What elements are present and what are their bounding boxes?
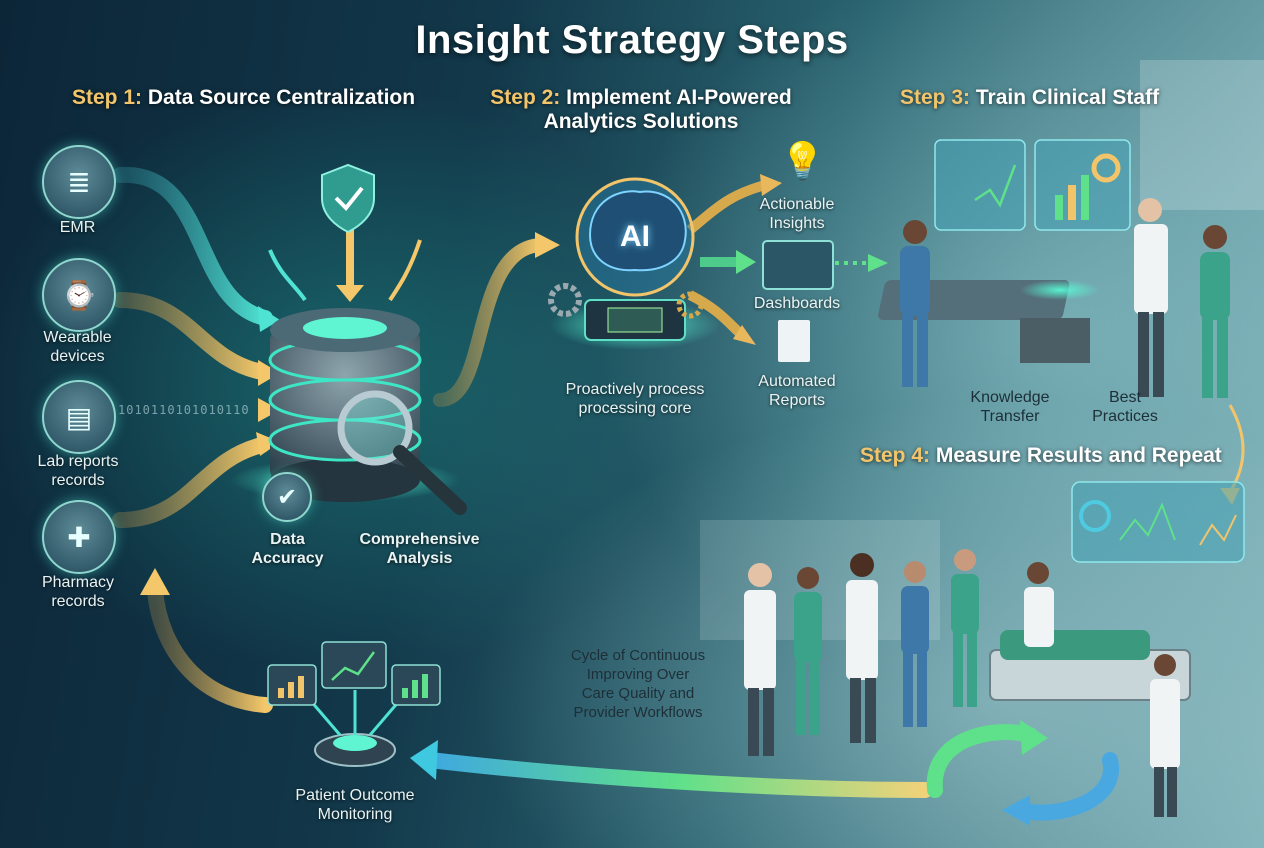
step3-text: Train Clinical Staff — [975, 86, 1160, 109]
step2-number: Step 2: — [490, 86, 561, 109]
source-wearable-label: Wearable devices — [43, 329, 112, 365]
pharmacy-icon: ✚ — [42, 500, 116, 574]
source-emr-label: EMR — [59, 219, 96, 236]
knowledge-transfer-label: Knowledge Transfer — [970, 389, 1050, 425]
step2-text-line2: Analytics Solutions — [543, 110, 739, 133]
report-icon — [778, 320, 810, 362]
best-practices-label: Best Practices — [1092, 389, 1158, 425]
cycle-caption: Cycle of Continuous Improving Over Care … — [570, 647, 706, 721]
ai-caption: Proactively process processing core — [565, 381, 705, 417]
actionable-insights-label: Actionable Insights — [759, 196, 835, 232]
data-accuracy-label: Data Accuracy — [251, 531, 324, 567]
dashboards-label: Dashboards — [753, 295, 841, 312]
step1-text: Data Source Centralization — [147, 86, 416, 109]
smartwatch-icon: ⌚ — [42, 258, 116, 332]
step3-heading: Step 3: Train Clinical Staff — [900, 86, 1159, 110]
patient-outcome-monitoring-label: Patient Outcome Monitoring — [295, 787, 415, 823]
page-title: Insight Strategy Steps — [415, 18, 849, 62]
step2-heading: Step 2: Implement AI-Powered Analytics S… — [486, 86, 796, 134]
comprehensive-analysis-label: Comprehensive Analysis — [359, 531, 480, 567]
source-lab-label: Lab reports records — [37, 453, 119, 489]
step2-text-line1: Implement AI-Powered — [566, 86, 792, 109]
dashboard-icon — [762, 240, 834, 290]
source-pharmacy-label: Pharmacy records — [41, 574, 115, 610]
checkmark-icon: ✔ — [262, 472, 312, 522]
step4-heading: Step 4: Measure Results and Repeat — [860, 444, 1222, 468]
binary-stream: 1010110101010110 — [118, 403, 250, 417]
ai-chip-label: AI — [620, 220, 650, 253]
lightbulb-icon: 💡 — [780, 140, 825, 181]
automated-reports-label: Automated Reports — [758, 373, 836, 409]
step1-number: Step 1: — [72, 86, 143, 109]
clipboard-icon: ▤ — [42, 380, 116, 454]
step4-text: Measure Results and Repeat — [935, 444, 1222, 467]
step1-heading: Step 1: Data Source Centralization — [72, 86, 415, 110]
step3-number: Step 3: — [900, 86, 971, 109]
server-stack-icon: ≣ — [42, 145, 116, 219]
step4-number: Step 4: — [860, 444, 931, 467]
